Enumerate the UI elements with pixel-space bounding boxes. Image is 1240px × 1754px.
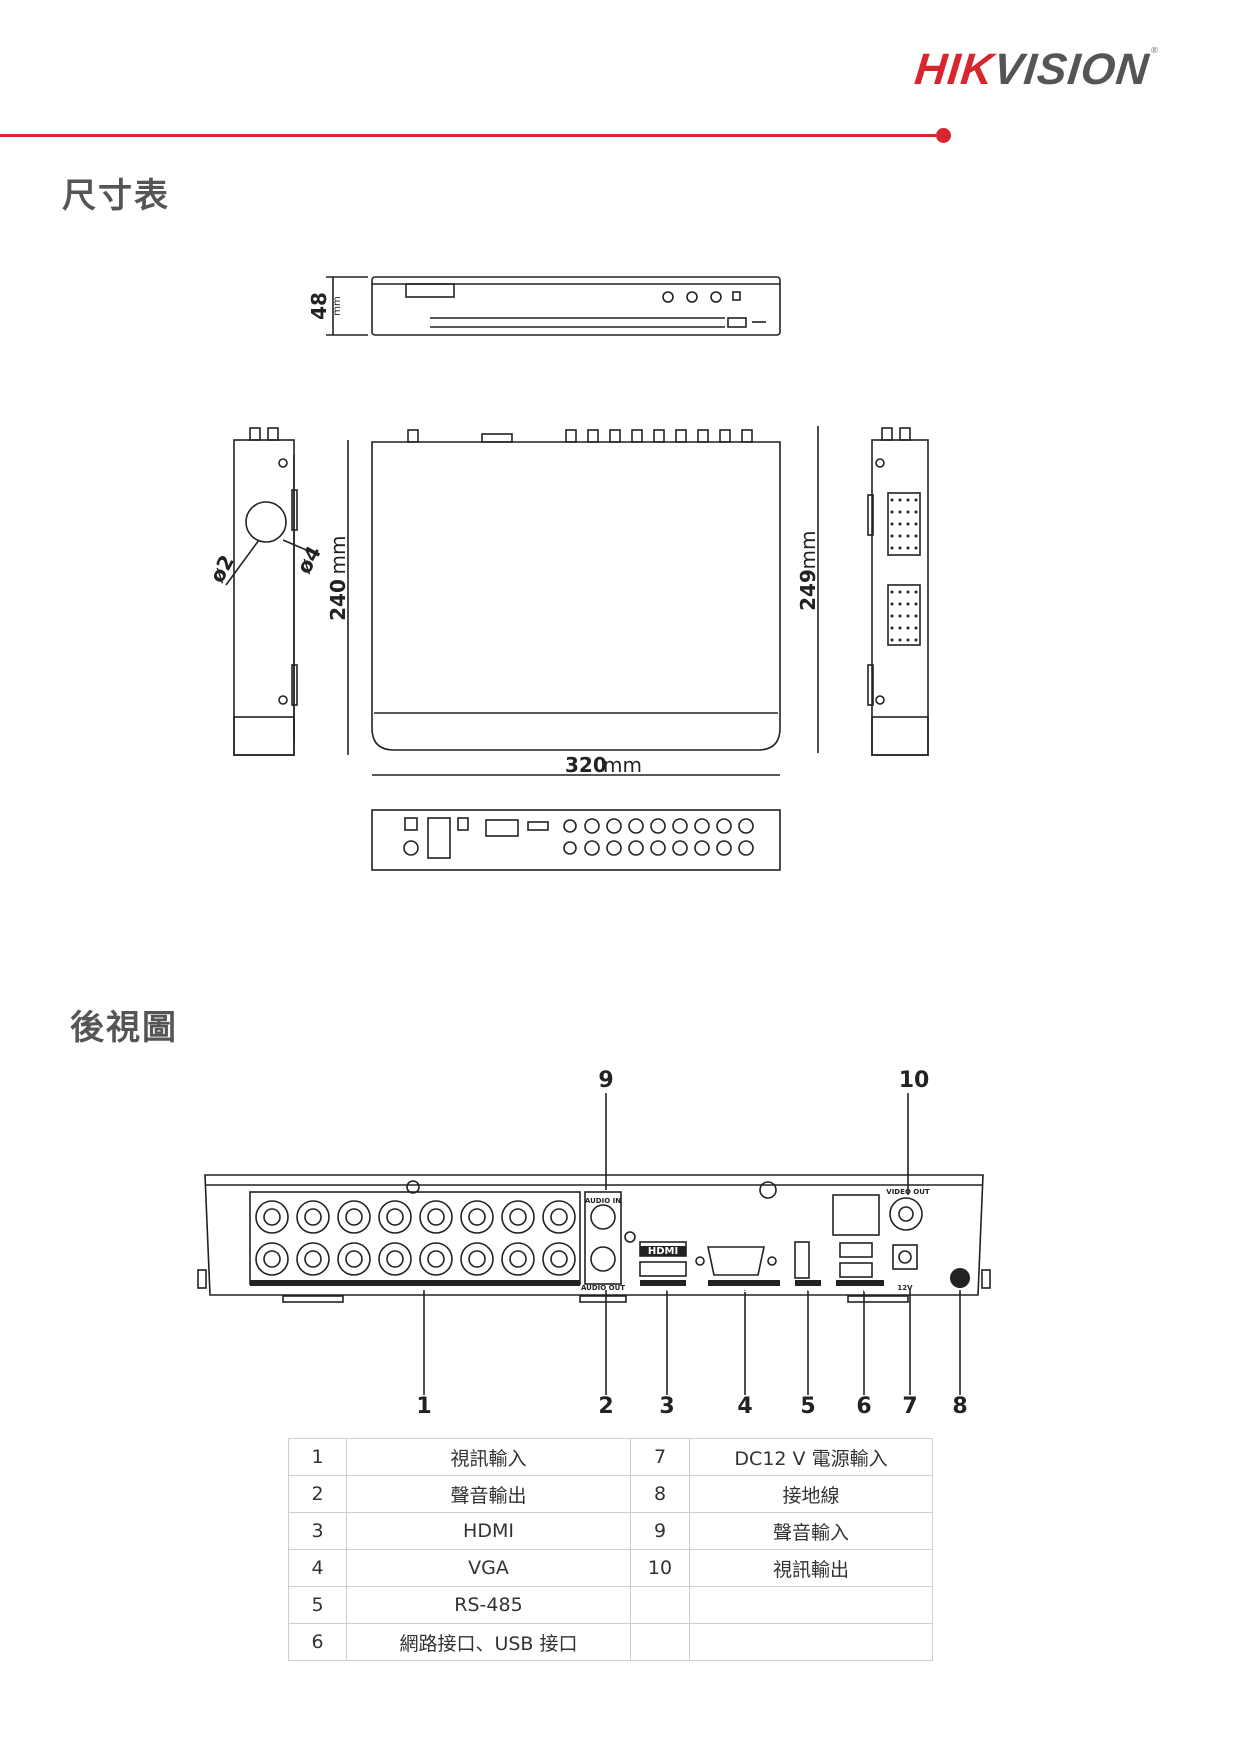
legend-label: RS-485 (346, 1586, 631, 1624)
legend-label (689, 1586, 933, 1624)
label-audio-in: AUDIO IN (585, 1197, 621, 1205)
label-hdmi-logo: HDMI (648, 1246, 678, 1257)
legend-number (630, 1586, 690, 1624)
legend-label: 視訊輸出 (689, 1549, 933, 1587)
legend-number: 5 (288, 1586, 347, 1624)
legend-number: 8 (630, 1475, 690, 1513)
height-value: 48 (307, 292, 331, 320)
legend-number: 10 (630, 1549, 690, 1587)
legend-row: 2 聲音輸出 8 接地線 (288, 1475, 933, 1513)
label-lan-usb: LAN&USB (841, 1286, 879, 1294)
legend-label: VGA (346, 1549, 631, 1587)
legend-row: 4 VGA 10 視訊輸出 (288, 1549, 933, 1587)
width-unit: mm (603, 753, 642, 777)
callout-2: 2 (598, 1394, 613, 1419)
legend-number: 3 (288, 1512, 347, 1550)
legend-number: 2 (288, 1475, 347, 1513)
callout-8: 8 (952, 1394, 967, 1419)
callout-1: 1 (416, 1394, 431, 1419)
callout-5: 5 (800, 1394, 815, 1419)
legend-row: 3 HDMI 9 聲音輸入 (288, 1512, 933, 1550)
connector-legend-table: 1 視訊輸入 7 DC12 V 電源輸入 2 聲音輸出 8 接地線 3 HDMI… (288, 1438, 933, 1661)
label-audio-out: AUDIO OUT (581, 1284, 625, 1292)
dimension-drawings: 48 mm 240 mm 249 mm 320 mm ø2 ø4 (205, 276, 929, 871)
legend-label: 網路接口、USB 接口 (346, 1623, 631, 1661)
rear-view-small (371, 809, 781, 871)
legend-label: 聲音輸出 (346, 1475, 631, 1513)
legend-label: 聲音輸入 (689, 1512, 933, 1550)
label-vga: VGA (736, 1286, 753, 1294)
height-unit: mm (332, 296, 343, 315)
legend-row: 1 視訊輸入 7 DC12 V 電源輸入 (288, 1438, 933, 1476)
legend-number: 1 (288, 1438, 347, 1476)
legend-row: 6 網路接口、USB 接口 (288, 1623, 933, 1661)
front-view (326, 276, 781, 336)
legend-number: 7 (630, 1438, 690, 1476)
hdmi-logo-bg (640, 1246, 686, 1256)
legend-label: 視訊輸入 (346, 1438, 631, 1476)
label-hdmi: HDMI (652, 1286, 673, 1294)
ground-terminal (950, 1268, 970, 1288)
legend-label: 接地線 (689, 1475, 933, 1513)
legend-label: DC12 V 電源輸入 (689, 1438, 933, 1476)
label-video-out: VIDEO OUT (886, 1188, 930, 1196)
depth-unit: mm (326, 536, 350, 575)
callout-9: 9 (598, 1068, 613, 1093)
legend-row: 5 RS-485 (288, 1586, 933, 1624)
legend-label (689, 1623, 933, 1661)
video-in-connectors (255, 1200, 576, 1276)
label-power: 12V (897, 1284, 913, 1292)
callout-6: 6 (856, 1394, 871, 1419)
callout-4: 4 (737, 1394, 752, 1419)
side-view-left (225, 427, 349, 756)
callout-7: 7 (902, 1394, 917, 1419)
callout-3: 3 (659, 1394, 674, 1419)
rear-section-title: 後視圖 (70, 1008, 178, 1048)
label-rs485: RS-485 (794, 1286, 822, 1294)
callout-10: 10 (899, 1068, 930, 1093)
depth-full-unit: mm (796, 531, 820, 570)
top-view (371, 426, 819, 776)
legend-number: 9 (630, 1512, 690, 1550)
depth-value: 240 (326, 579, 350, 621)
header-rule (0, 134, 936, 137)
dimension-section-title: 尺寸表 (62, 176, 170, 216)
rear-panel-diagram: VIDEO IN AUDIO IN AUDIO OUT HDMI HDMI VG… (197, 1068, 991, 1419)
width-value: 320 (565, 753, 607, 777)
legend-number: 6 (288, 1623, 347, 1661)
legend-label: HDMI (346, 1512, 631, 1550)
vent-grid (890, 498, 918, 642)
header-rule-dot (936, 128, 951, 143)
depth-full-value: 249 (796, 569, 820, 611)
label-video-in: VIDEO IN (397, 1286, 433, 1294)
legend-number: 4 (288, 1549, 347, 1587)
side-view-right (867, 427, 929, 756)
legend-number (630, 1623, 690, 1661)
